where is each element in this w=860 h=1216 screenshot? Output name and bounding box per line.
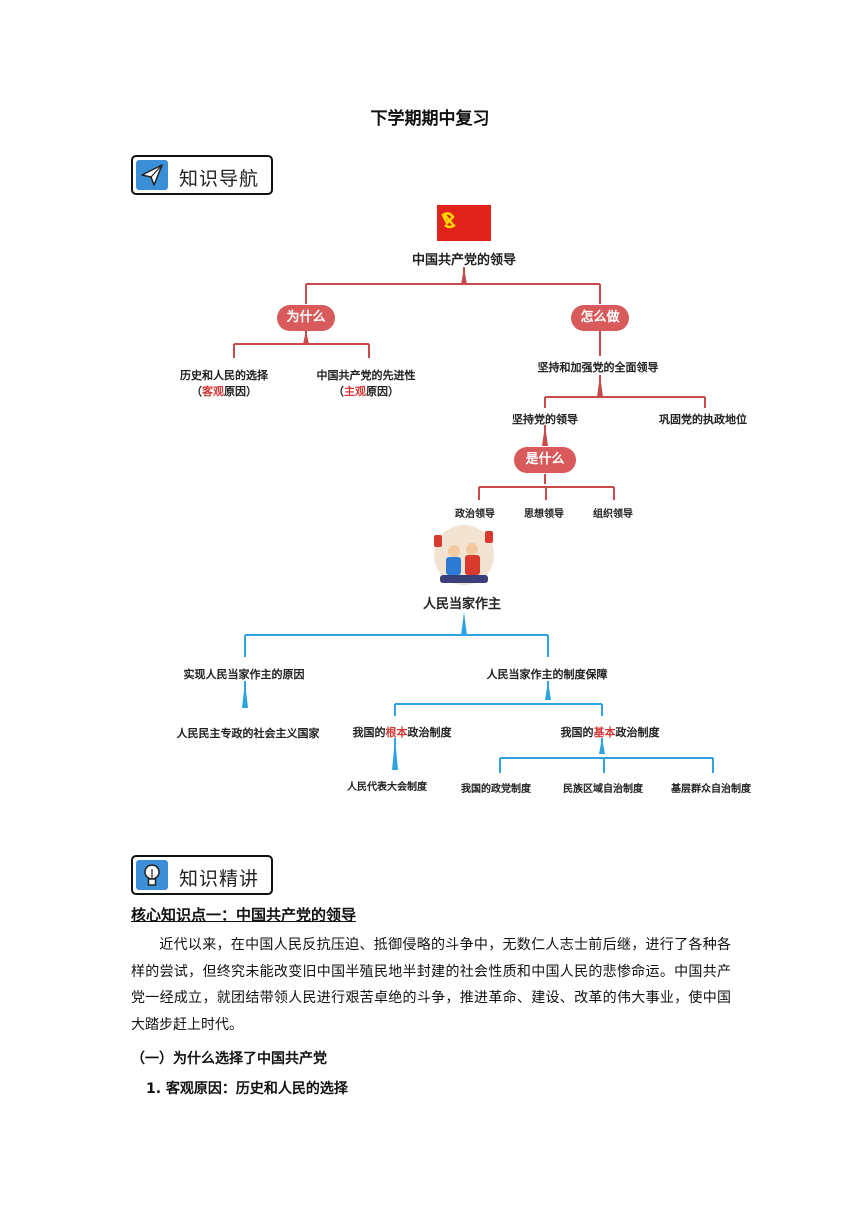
node-history-choice: 历史和人民的选择 （客观原因） bbox=[180, 368, 268, 400]
party-flag-icon bbox=[437, 205, 491, 241]
node-overall-leadership: 坚持和加强党的全面领导 bbox=[537, 361, 659, 374]
node-guarantee: 人民当家作主的制度保障 bbox=[486, 668, 608, 681]
label-prefix: 我国的 bbox=[560, 726, 594, 739]
page-title: 下学期期中复习 bbox=[370, 109, 490, 129]
node-fundamental-system: 我国的根本政治制度 bbox=[353, 724, 452, 740]
section-badge-lecture: 知识精讲 bbox=[131, 855, 273, 895]
people-celebration-icon bbox=[430, 525, 498, 591]
node-ethnic-autonomy: 民族区域自治制度 bbox=[563, 784, 643, 795]
mindmap-connectors bbox=[233, 267, 714, 773]
node-consolidate-position: 巩固党的执政地位 bbox=[659, 413, 747, 426]
note-key: 客观 bbox=[202, 385, 224, 398]
node-npc-system: 人民代表大会制度 bbox=[347, 782, 427, 793]
node-organizational-leadership: 组织领导 bbox=[593, 509, 633, 520]
note-close: 原因） bbox=[366, 385, 399, 398]
node-basic-system: 我国的基本政治制度 bbox=[561, 724, 660, 740]
note-close: 原因） bbox=[224, 385, 257, 398]
section-badge-navigation: 知识导航 bbox=[131, 155, 273, 195]
pill-why: 为什么 bbox=[277, 305, 335, 331]
pill-how: 怎么做 bbox=[571, 305, 629, 331]
label-key: 根本 bbox=[385, 726, 408, 739]
node-note: （客观原因） bbox=[180, 384, 268, 400]
node-party-advanced: 中国共产党的先进性 （主观原因） bbox=[317, 368, 416, 400]
label-suffix: 政治制度 bbox=[615, 726, 660, 739]
node-grassroots-autonomy: 基层群众自治制度 bbox=[671, 784, 751, 795]
node-party-system: 我国的政党制度 bbox=[461, 784, 531, 795]
subheading-objective: 1. 客观原因：历史和人民的选择 bbox=[146, 1081, 348, 1097]
map-root-party: 中国共产党的领导 bbox=[411, 253, 517, 268]
label-key: 基本 bbox=[593, 726, 616, 739]
node-socialist-state: 人民民主专政的社会主义国家 bbox=[176, 727, 320, 740]
node-label: 历史和人民的选择 bbox=[180, 369, 268, 382]
label-prefix: 我国的 bbox=[352, 726, 386, 739]
node-ideological-leadership: 思想领导 bbox=[524, 509, 564, 520]
node-note: （主观原因） bbox=[317, 384, 416, 400]
map-root-people: 人民当家作主 bbox=[422, 597, 502, 612]
node-uphold-leadership: 坚持党的领导 bbox=[512, 413, 578, 426]
body-paragraph: 近代以来，在中国人民反抗压迫、抵御侵略的斗争中，无数仁人志士前后继，进行了各种各… bbox=[131, 932, 731, 1038]
node-political-leadership: 政治领导 bbox=[455, 509, 495, 520]
node-reason: 实现人民当家作主的原因 bbox=[183, 668, 305, 681]
note-open: （ bbox=[333, 385, 344, 398]
subheading-why: （一）为什么选择了中国共产党 bbox=[131, 1051, 327, 1067]
label-suffix: 政治制度 bbox=[407, 726, 452, 739]
pill-what: 是什么 bbox=[514, 447, 576, 473]
badge-label: 知识精讲 bbox=[179, 868, 260, 890]
note-key: 主观 bbox=[344, 385, 366, 398]
node-label: 中国共产党的先进性 bbox=[316, 369, 416, 382]
note-open: （ bbox=[191, 385, 202, 398]
badge-label: 知识导航 bbox=[179, 168, 260, 190]
paragraph-text: 近代以来，在中国人民反抗压迫、抵御侵略的斗争中，无数仁人志士前后继，进行了各种各… bbox=[131, 937, 731, 1033]
paper-plane-icon bbox=[136, 160, 168, 190]
section-heading: 核心知识点一：中国共产党的领导 bbox=[131, 906, 357, 924]
lightbulb-icon bbox=[136, 860, 168, 890]
